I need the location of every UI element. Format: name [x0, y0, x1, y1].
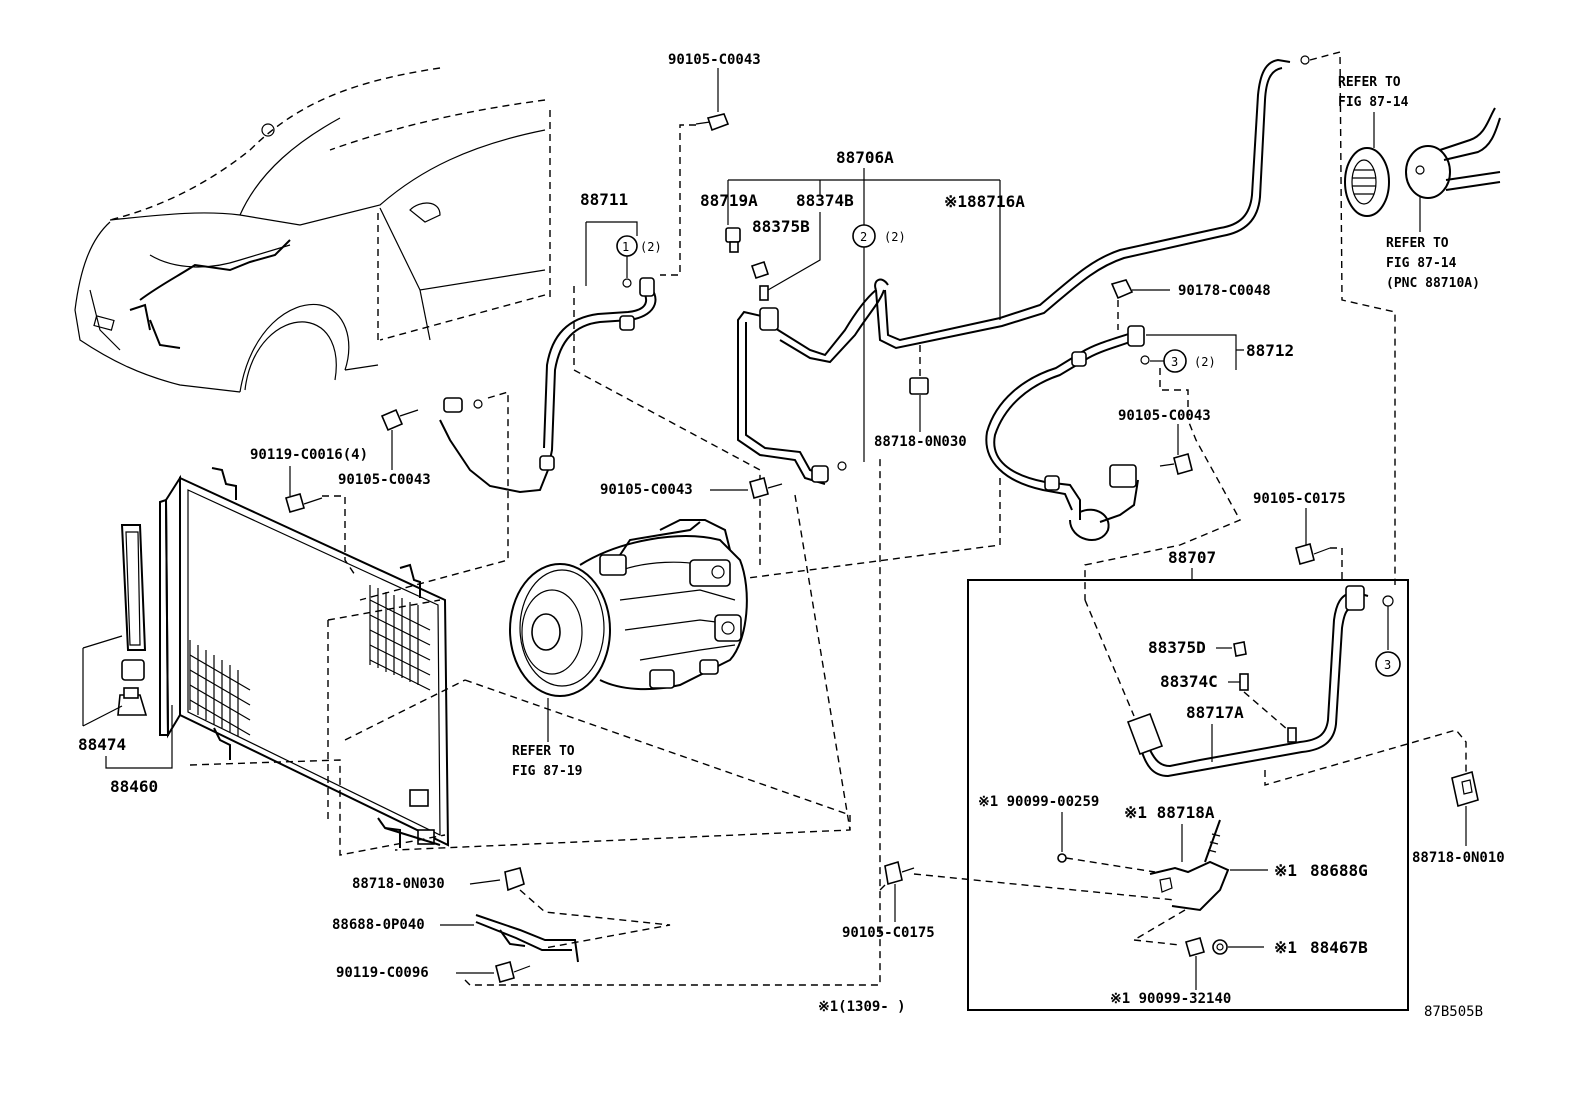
pipe-88717a	[1126, 585, 1394, 778]
bolt-90105-c0175-low	[884, 860, 915, 886]
label-88374b: 88374B	[796, 191, 854, 210]
label-88719a: 88719A	[700, 191, 758, 210]
label-88718-0n030-mid: 88718-0N030	[874, 434, 967, 450]
assembly-box-88707	[967, 579, 1409, 1011]
hose-88711	[439, 277, 657, 494]
cap-88375d	[1233, 641, 1247, 657]
label-90105-c0043-left: 90105-C0043	[338, 472, 431, 488]
valve-core-88374c	[1239, 673, 1249, 691]
label-refer-87-19-line2: FIG 87-19	[512, 764, 582, 779]
callout-3b-text: 3	[1384, 658, 1391, 672]
label-88374c: 88374C	[1160, 672, 1218, 691]
label-88711: 88711	[580, 190, 628, 209]
label-90105-c0043-top: 90105-C0043	[668, 52, 761, 68]
bracket-88688g	[1149, 819, 1230, 912]
label-88375d: 88375D	[1148, 638, 1206, 657]
label-88712-qty: (2)	[1194, 355, 1216, 369]
bolt-90105-c0043-left	[380, 408, 419, 432]
compressor-ref-87-19	[509, 519, 748, 697]
seal-88474-plate	[120, 524, 147, 651]
callout-2-text: 2	[860, 230, 867, 244]
label-88375b: 88375B	[752, 217, 810, 236]
clamp-88718-0n030-low	[504, 867, 525, 892]
label-90099-32140: ※1 90099-32140	[1110, 991, 1231, 1007]
label-88717a: 88717A	[1186, 703, 1244, 722]
label-88474: 88474	[78, 735, 126, 754]
bolt-90105-c0175-top	[1295, 543, 1331, 565]
label-refer-87-14-b-line2: FIG 87-14	[1386, 256, 1457, 271]
label-refer-87-14-a-line2: FIG 87-14	[1338, 95, 1409, 110]
bolt-90119-c0016	[285, 493, 323, 513]
clamp-88718-0n010	[1451, 770, 1479, 808]
clip-90178-c0048	[1110, 279, 1134, 300]
bracket-88688-0p040	[475, 914, 579, 963]
valve-core-88374b	[759, 285, 769, 301]
figure-code: 87B505B	[1424, 1004, 1483, 1020]
label-90105-c0175-top: 90105-C0175	[1253, 491, 1346, 507]
label-88711-qty: (2)	[640, 240, 662, 254]
label-90178-c0048: 90178-C0048	[1178, 283, 1271, 299]
label-refer-87-19-line1: REFER TO	[512, 744, 575, 759]
label-88688g: 88688G	[1310, 861, 1368, 880]
label-88706a: 88706A	[836, 148, 894, 167]
screw-90099-00259	[1057, 853, 1067, 863]
nut-88467b	[1185, 937, 1228, 957]
label-88688-0p040: 88688-0P040	[332, 917, 425, 933]
hose-88712	[985, 325, 1145, 541]
vehicle-illustration	[74, 67, 551, 393]
bolt-90119-c0096	[495, 961, 531, 983]
label-88706a-qty: (2)	[884, 230, 906, 244]
bushing-88474	[117, 659, 148, 716]
label-88688g-mark: ※1	[1274, 861, 1297, 880]
callout-3a-text: 3	[1171, 355, 1178, 369]
label-88707: 88707	[1168, 548, 1216, 567]
label-90099-00259: ※1 90099-00259	[978, 794, 1099, 810]
bolt-90105-c0043-top	[695, 113, 730, 132]
condenser-88460	[159, 467, 450, 848]
label-88460: 88460	[110, 777, 158, 796]
label-88718a: ※1 88718A	[1124, 803, 1215, 822]
clamp-88718-0n030-mid	[909, 377, 929, 395]
footnote-text: ※1(1309- )	[818, 999, 906, 1015]
label-90119-c0096: 90119-C0096	[336, 965, 429, 981]
label-90105-c0175-low: 90105-C0175	[842, 925, 935, 941]
callout-3b	[1375, 651, 1401, 677]
bolt-90105-c0043-right	[1159, 453, 1193, 475]
label-88712: 88712	[1246, 341, 1294, 360]
label-88716a: ※188716A	[944, 192, 1025, 211]
label-90105-c0043-center: 90105-C0043	[600, 482, 693, 498]
label-refer-87-14-a-line1: REFER TO	[1338, 75, 1401, 90]
label-88467b: 88467B	[1310, 938, 1368, 957]
cap-88375b	[750, 260, 770, 280]
label-90119-c0016: 90119-C0016(4)	[250, 447, 368, 463]
label-90105-c0043-right: 90105-C0043	[1118, 408, 1211, 424]
label-88718-0n010: 88718-0N010	[1412, 850, 1505, 866]
expansion-valve-ref-87-14	[1344, 107, 1501, 217]
label-88467b-mark: ※1	[1274, 938, 1297, 957]
label-88718-0n030-low: 88718-0N030	[352, 876, 445, 892]
callout-1-text: 1	[622, 240, 629, 254]
label-refer-87-14-b-line1: REFER TO	[1386, 236, 1449, 251]
label-refer-87-14-b-line3: (PNC 88710A)	[1386, 276, 1480, 291]
bolt-90105-c0043-center	[749, 477, 783, 499]
valve-88719a	[725, 227, 741, 253]
pipe-88706a	[737, 55, 1310, 485]
callout-2	[852, 224, 876, 248]
